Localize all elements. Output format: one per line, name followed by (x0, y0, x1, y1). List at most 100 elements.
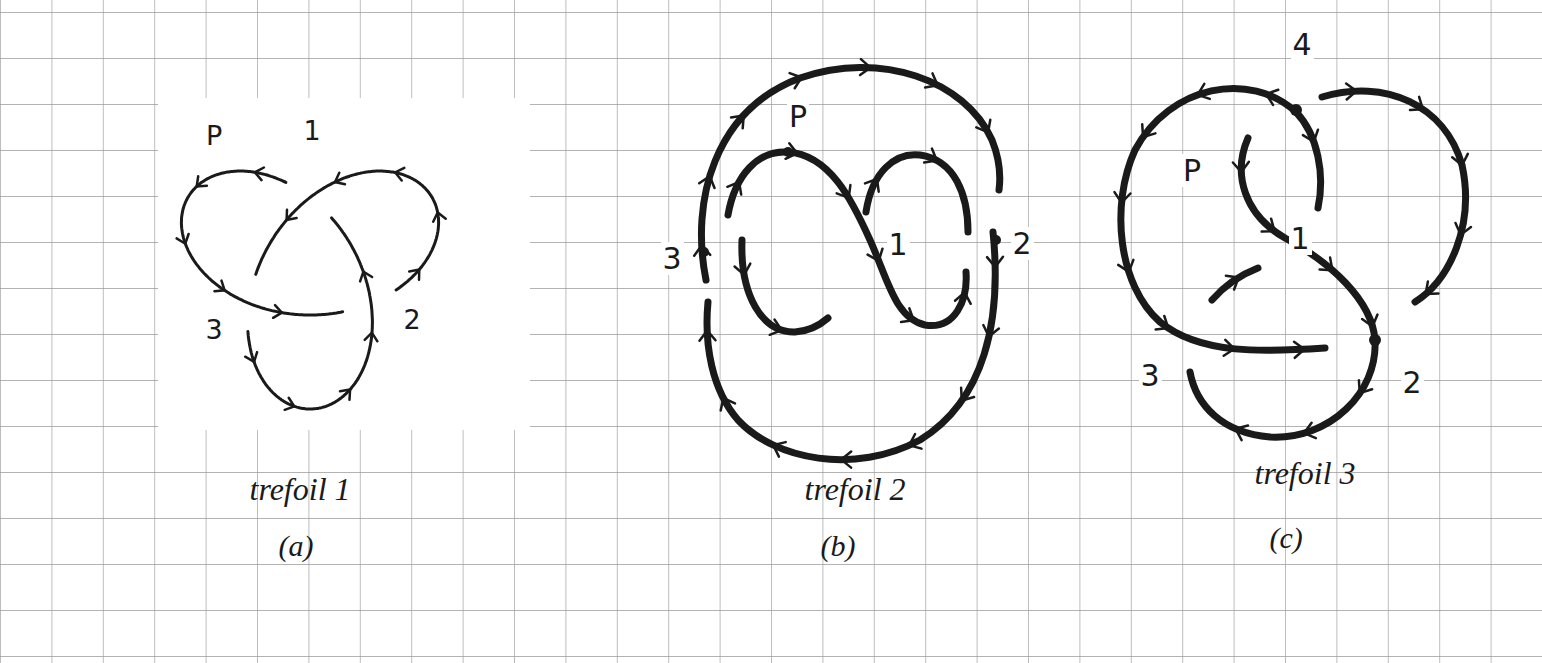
direction-arrow (925, 73, 938, 87)
direction-arrow (837, 185, 851, 198)
knot-strand (866, 155, 968, 232)
direction-arrow (1320, 258, 1333, 271)
direction-arrow (860, 59, 870, 75)
figure-caption: trefoil 1 (248, 472, 353, 507)
knot-strand (707, 232, 995, 460)
knot-strand (1190, 138, 1375, 437)
direction-arrow (1118, 260, 1133, 272)
direction-arrow (909, 434, 921, 449)
point-label: P (1181, 154, 1203, 187)
direction-arrow (1115, 192, 1131, 203)
knot-dot (1290, 104, 1302, 116)
direction-arrow (197, 176, 207, 186)
direction-arrow (770, 320, 782, 335)
direction-arrow (1362, 315, 1377, 327)
direction-arrow (177, 234, 189, 244)
direction-arrow (961, 388, 974, 401)
direction-arrow (1452, 154, 1468, 165)
direction-arrow (773, 442, 786, 457)
figure-tag: (b) (819, 529, 858, 562)
direction-arrow (1233, 162, 1249, 172)
crossing-number: 4 (1291, 28, 1314, 61)
direction-arrow (340, 390, 350, 400)
direction-arrow (433, 212, 446, 221)
direction-arrow (983, 325, 999, 337)
crossing-number: 1 (301, 116, 322, 146)
figure-tag: (a) (277, 529, 316, 562)
crossing-number: 3 (203, 315, 224, 345)
direction-arrow (1198, 84, 1210, 99)
trefoil-knot (1115, 84, 1472, 441)
direction-arrow (335, 173, 345, 185)
direction-arrow (1262, 219, 1275, 232)
knot-dot (991, 235, 1001, 245)
crossing-number: 3 (1139, 359, 1162, 392)
figure-caption: trefoil 2 (803, 472, 908, 507)
crossing-number: 2 (401, 305, 422, 335)
knot-strand (728, 152, 966, 326)
direction-arrow (1359, 380, 1372, 393)
direction-arrow (273, 305, 282, 318)
direction-arrow (1294, 342, 1304, 358)
knot-strand (1121, 88, 1325, 350)
crossing-number: 2 (1011, 227, 1034, 260)
trefoil-knot (694, 59, 1003, 468)
direction-arrow (360, 272, 372, 282)
direction-arrow (790, 73, 802, 88)
point-label: P (787, 100, 809, 133)
direction-arrow (255, 168, 264, 181)
crossing-number: 2 (1401, 366, 1424, 399)
crossing-number: 1 (887, 228, 910, 261)
direction-arrow (287, 210, 297, 220)
knot-dots (699, 147, 1001, 257)
direction-arrow (841, 452, 851, 468)
direction-arrow (727, 182, 741, 195)
knot-strand (1322, 91, 1465, 302)
direction-arrow (1410, 97, 1423, 110)
direction-arrow (1226, 276, 1239, 290)
direction-arrow (924, 149, 937, 163)
knot-dot (1369, 334, 1381, 346)
knot-strand (284, 180, 286, 184)
direction-arrow (1456, 223, 1472, 235)
figure-tag: (c) (1267, 521, 1304, 554)
knot-dot (699, 247, 709, 257)
direction-arrow (1156, 316, 1169, 329)
knot-dot (783, 147, 793, 157)
direction-arrow (1426, 282, 1439, 295)
direction-arrow (395, 168, 404, 181)
direction-arrow (245, 352, 257, 362)
direction-arrow (1303, 130, 1318, 142)
direction-arrow (214, 281, 224, 292)
crossing-number: 1 (1289, 222, 1312, 255)
direction-arrow (1304, 423, 1316, 438)
point-label: P (204, 121, 224, 151)
knot-strand (1296, 112, 1321, 208)
direction-arrow (955, 292, 971, 303)
direction-arrow (1236, 426, 1248, 441)
paper-patch (158, 98, 530, 430)
crossing-number: 3 (661, 242, 684, 275)
direction-arrow (285, 398, 295, 410)
knot-strand (256, 171, 439, 290)
direction-arrow (365, 333, 378, 342)
direction-arrow (409, 270, 419, 280)
figure-caption: trefoil 3 (1253, 456, 1358, 491)
direction-arrow (699, 176, 714, 188)
direction-arrow (868, 249, 883, 261)
direction-arrow (735, 264, 751, 275)
direction-arrow (1224, 340, 1235, 356)
direction-arrow (976, 120, 990, 133)
direction-arrow (987, 257, 1003, 267)
direction-arrow (731, 116, 744, 129)
direction-arrow (901, 308, 914, 322)
knot-strand (742, 240, 828, 332)
knot-strand (1212, 268, 1258, 300)
direction-arrow (1142, 124, 1155, 137)
knot-strand (248, 218, 373, 409)
direction-arrow (721, 398, 735, 411)
trefoil-knot (177, 168, 446, 410)
